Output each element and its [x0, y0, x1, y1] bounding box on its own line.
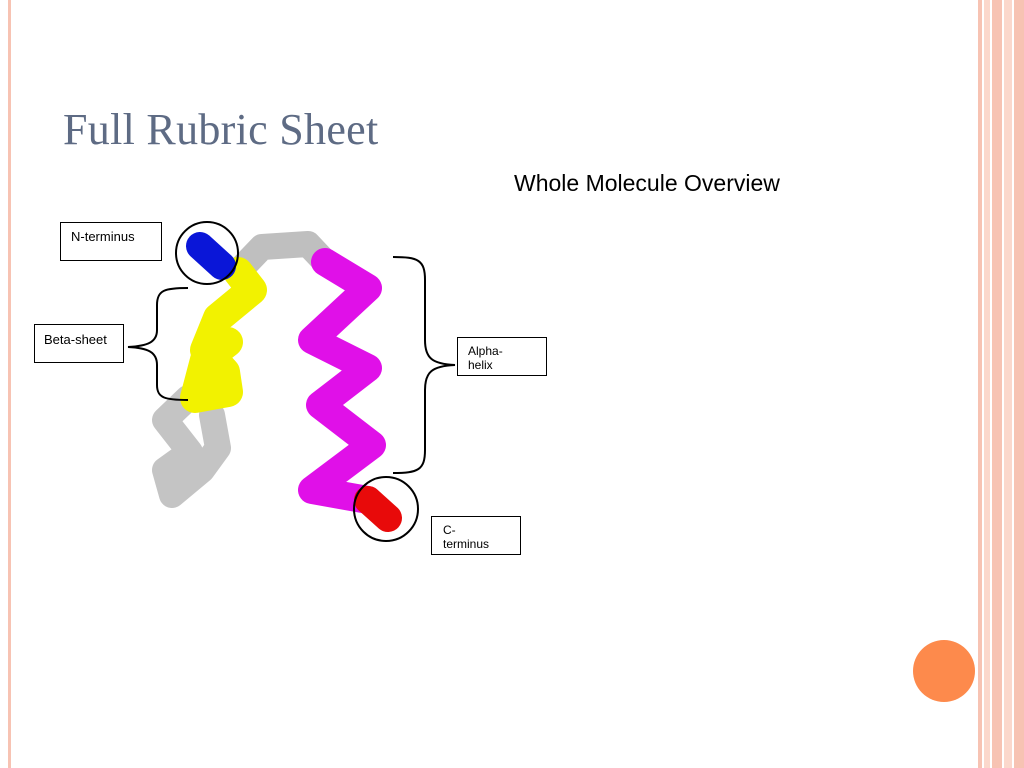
- beta-sheet-strand: [180, 257, 267, 413]
- diagram-subtitle: Whole Molecule Overview: [514, 170, 780, 196]
- c-terminus-tip: [354, 486, 402, 532]
- n-terminus-label: N-terminus: [60, 222, 162, 261]
- alpha-helix-strand: [298, 248, 386, 514]
- slide-title: Full Rubric Sheet: [63, 105, 379, 154]
- c-terminus-label: C- terminus: [431, 516, 521, 555]
- beta-sheet-label: Beta-sheet: [34, 324, 124, 363]
- n-terminus-circle: [175, 221, 239, 285]
- alpha-helix-label-line1: Alpha-: [468, 344, 503, 358]
- beta-sheet-label-text: Beta-sheet: [44, 332, 107, 347]
- c-terminus-circle: [353, 476, 419, 542]
- alpha-helix-brace: [392, 256, 456, 474]
- n-terminus-label-text: N-terminus: [71, 229, 135, 244]
- c-terminus-label-line2: terminus: [443, 537, 490, 551]
- decorative-orange-circle: [913, 640, 975, 702]
- n-terminus-tip: [186, 232, 236, 280]
- c-terminus-label-line1: C-: [443, 523, 456, 537]
- alpha-helix-label-line2: helix: [468, 358, 493, 372]
- alpha-helix-label: Alpha- helix: [457, 337, 547, 376]
- coil-segment-bottom: [152, 385, 231, 508]
- beta-sheet-brace: [127, 287, 189, 401]
- slide-border-left: [8, 0, 11, 768]
- slide-border-right: [976, 0, 1024, 768]
